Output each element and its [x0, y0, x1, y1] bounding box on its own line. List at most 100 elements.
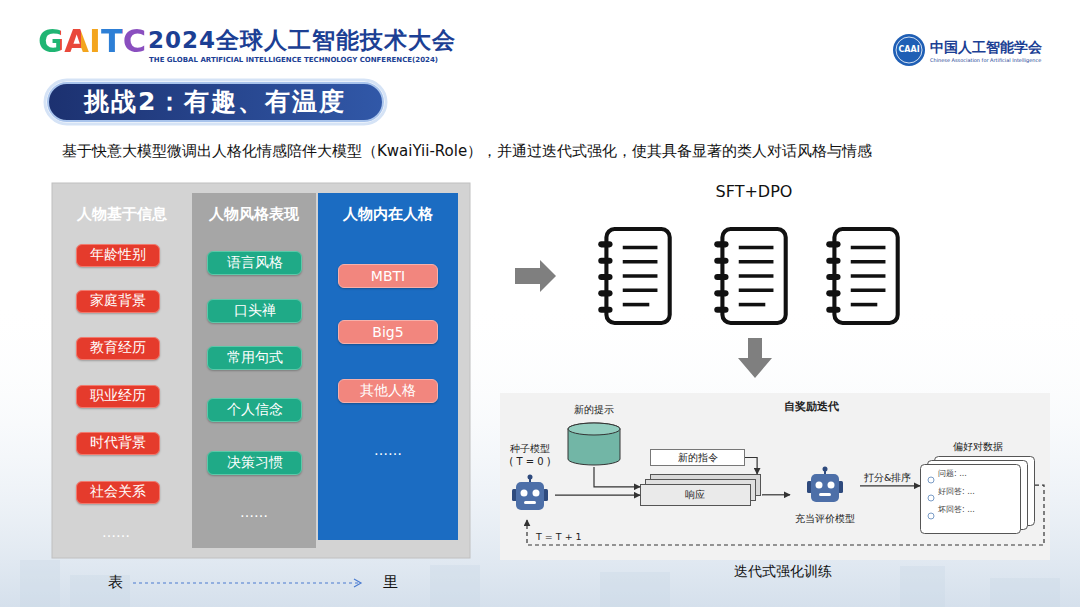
iteration-panel: 自奖励迭代种子模型 ( T = 0 ) 新的提示新的指令响应充当评价模型 偏好对数据… — [500, 393, 1050, 560]
node-text: MBTI — [339, 265, 437, 287]
city-silhouette — [900, 566, 945, 607]
robot-icon — [805, 466, 845, 506]
database-top — [568, 423, 620, 435]
society-name-en: Chinese Association for Artificial Intel… — [930, 57, 1041, 63]
node-text: Big5 — [339, 321, 437, 343]
attribute-tag: 决策习惯 — [207, 451, 302, 475]
robot-mouth — [524, 501, 536, 504]
flow-connector — [594, 467, 640, 487]
attribute-tag: 个人信念 — [207, 398, 302, 422]
attribute-column: 人物基于信息年龄性别家庭背景教育经历职业经历时代背景社会关系 — [58, 193, 185, 548]
attribute-tag: 社会关系 — [76, 481, 160, 504]
node-text: 语言风格 — [208, 252, 301, 274]
robot-eye — [533, 490, 540, 497]
city-silhouette — [600, 572, 670, 607]
node-text: 个人信念 — [208, 399, 301, 421]
item-icon — [928, 495, 934, 501]
block-arrow-down — [738, 338, 772, 378]
node-text: 家庭背景 — [77, 291, 159, 312]
node-text: 充当评价模型 — [790, 512, 860, 526]
persona-panel — [52, 183, 470, 558]
flow-connector — [555, 495, 640, 496]
item-icon — [928, 477, 934, 483]
node-text: 响应 — [640, 484, 750, 506]
surface-to-depth-arrow — [133, 582, 360, 583]
robot-icon — [510, 474, 550, 514]
society-logo-text: CAAI — [893, 45, 925, 55]
node-text: 其他人格 — [339, 380, 437, 402]
robot-antenna-tip — [528, 475, 533, 480]
notebook-icon — [826, 229, 897, 323]
notebook-icon — [714, 229, 785, 323]
card-stack-shape — [920, 438, 1035, 534]
attribute-tag: 教育经历 — [76, 337, 160, 360]
robot-head — [811, 474, 839, 502]
response-stack: 响应 — [640, 474, 762, 506]
ellipsis: …… — [358, 442, 418, 459]
node-text: 社会关系 — [77, 482, 159, 503]
attribute-tag: 家庭背景 — [76, 290, 160, 313]
conference-name-en: THE GLOBAL ARTIFICIAL INTELLIGENCE TECHN… — [149, 56, 438, 64]
robot-eye — [521, 490, 528, 497]
method-label: SFT+DPO — [704, 182, 804, 201]
attribute-tag: 职业经历 — [76, 385, 160, 408]
surface-label: 表 — [108, 573, 123, 591]
preference-data-stack: 偏好对数据问题: ... 好回答: ... 坏回答: ... — [920, 438, 1035, 534]
node-text: 种子模型 ( T = 0 ) — [508, 442, 552, 468]
preference-card — [921, 465, 1021, 534]
depth-label: 里 — [383, 573, 398, 591]
feedback-connector — [527, 485, 1044, 545]
edge-label: 打分&排序 — [864, 472, 911, 483]
node-text: 自奖励迭代 — [771, 399, 851, 414]
city-silhouette — [430, 565, 480, 607]
robot-model: 充当评价模型 — [790, 466, 860, 532]
robot-model: 种子模型 ( T = 0 ) — [505, 440, 555, 520]
node-text: 时代背景 — [77, 433, 159, 454]
robot-eye — [828, 482, 835, 489]
preference-item: 好回答: ... — [938, 486, 975, 498]
robot-head — [516, 482, 544, 510]
conference-logo: GAITC — [38, 22, 146, 60]
node-text: 口头禅 — [208, 300, 301, 322]
prompt-database: 新的提示 — [562, 401, 626, 467]
attribute-column: 人物内在人格 MBTI Big5 其他人格 — [318, 193, 458, 540]
flow-connector — [762, 494, 790, 495]
attribute-tag: MBTI — [338, 264, 438, 288]
instruction-box: 新的指令 — [650, 449, 745, 466]
node-text: 常用句式 — [208, 347, 301, 369]
node-text: 偏好对数据 — [920, 440, 1035, 454]
node-text: 人物内在人格 — [318, 205, 458, 224]
surface-to-depth-arrowhead — [354, 579, 361, 587]
preference-item: 坏回答: ... — [938, 504, 975, 516]
city-silhouette — [20, 560, 60, 607]
notebook-icon — [598, 229, 669, 323]
attribute-tag: 口头禅 — [207, 299, 302, 323]
society-name: 中国人工智能学会 — [930, 39, 1042, 56]
attribute-tag: 时代背景 — [76, 432, 160, 455]
society-logo-circle — [893, 34, 925, 66]
flow-connector — [860, 485, 920, 486]
robot-mouth — [819, 493, 831, 496]
node-text: 职业经历 — [77, 386, 159, 407]
attribute-tag: 常用句式 — [207, 346, 302, 370]
edge-label: T = T + 1 — [536, 531, 582, 542]
banner-glow — [45, 80, 386, 124]
node-text: 人物风格表现 — [192, 205, 316, 224]
attribute-column: 人物风格表现语言风格口头禅常用句式个人信念决策习惯 — [192, 193, 316, 548]
conference-name: 2024全球人工智能技术大会 — [148, 27, 456, 55]
robot-eye — [816, 482, 823, 489]
node-text: 新的指令 — [651, 450, 744, 465]
robot-antenna-tip — [823, 467, 828, 472]
ellipsis: …… — [86, 524, 146, 541]
node-text: 新的提示 — [562, 403, 626, 417]
figure-caption: 迭代式强化训练 — [693, 563, 873, 580]
attribute-tag: 其他人格 — [338, 379, 438, 403]
attribute-tag: 语言风格 — [207, 251, 302, 275]
preference-item: 问题: ... — [938, 468, 967, 480]
item-icon — [928, 513, 934, 519]
flow-connector — [745, 458, 757, 475]
node-text: 决策习惯 — [208, 452, 301, 474]
